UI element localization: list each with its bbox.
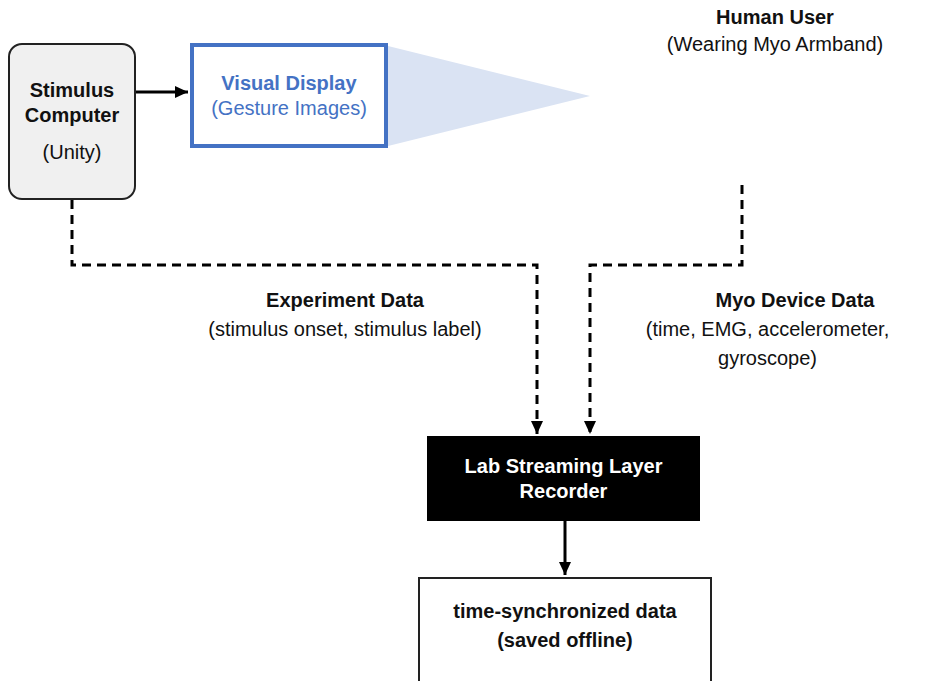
- user-illustration: [600, 2, 728, 159]
- recorder-box: Lab Streaming Layer Recorder: [427, 436, 700, 521]
- stream-detail: (time, EMG, accelerometer, gyroscope): [615, 315, 920, 373]
- node-heading: Human User: [716, 4, 834, 31]
- node-heading: Stimulus Computer: [18, 78, 126, 128]
- node-subtext: (Wearing Myo Armband): [667, 31, 883, 58]
- flow-arrow: [564, 521, 567, 575]
- output-box: time-synchronized data(saved offline): [418, 577, 712, 681]
- node-subtext: (Gesture Images): [211, 96, 367, 121]
- user-figure: Human User(Wearing Myo Armband): [600, 2, 930, 185]
- view-beam: [388, 46, 590, 146]
- node-heading: Lab Streaming Layer Recorder: [455, 454, 672, 504]
- stream-title: Myo Device Data: [690, 286, 900, 315]
- flow-arrow: [136, 91, 188, 94]
- computer-box: Stimulus Computer (Unity): [8, 43, 136, 200]
- data-stream-line: [72, 200, 537, 434]
- stream-detail: (stimulus onset, stimulus label): [145, 315, 545, 344]
- node-subtext: (Unity): [43, 140, 102, 165]
- node-subtext: (saved offline): [497, 626, 633, 655]
- display-box: Visual Display(Gesture Images): [190, 43, 388, 148]
- stream-title: Experiment Data: [165, 286, 525, 315]
- node-heading: Visual Display: [221, 71, 356, 96]
- node-heading: time-synchronized data: [453, 597, 676, 626]
